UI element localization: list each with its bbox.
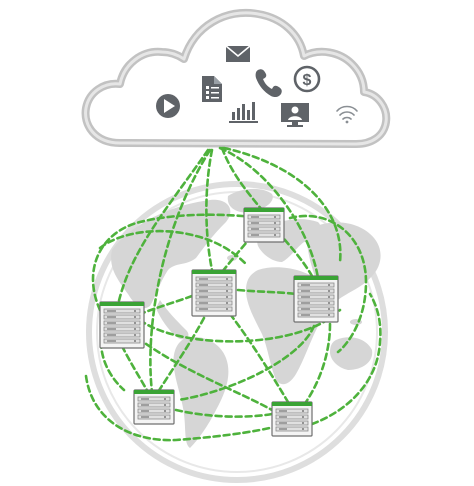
link-cloud-top-node bbox=[220, 146, 264, 212]
arc-left-outer bbox=[91, 213, 264, 312]
link-center-right bbox=[236, 288, 298, 296]
bar-chart-icon bbox=[229, 102, 258, 123]
link-cloud-left-node bbox=[116, 148, 210, 307]
phone-icon bbox=[255, 69, 282, 98]
link-center-bottom-left bbox=[156, 316, 206, 394]
network-links bbox=[84, 146, 382, 442]
cloud-shape bbox=[81, 8, 391, 148]
arc-right-outer bbox=[288, 214, 368, 354]
document-icon bbox=[202, 76, 222, 102]
link-left-bottomright bbox=[136, 336, 274, 412]
server-rack-left bbox=[99, 301, 145, 349]
dollar-icon: $ bbox=[293, 65, 321, 93]
mail-icon bbox=[225, 45, 251, 62]
arc-bottom-outer bbox=[84, 374, 294, 442]
server-rack-right bbox=[293, 275, 339, 323]
link-cloud-bottom-left bbox=[149, 148, 212, 394]
server-rack-center bbox=[191, 269, 237, 317]
link-left-bottom-left bbox=[120, 344, 150, 394]
arc-top-left bbox=[98, 229, 248, 266]
server-rack-bottom-right bbox=[271, 401, 313, 437]
link-bottomleft-bottomright bbox=[174, 408, 274, 418]
globe-outline bbox=[86, 181, 388, 483]
svg-text:$: $ bbox=[303, 72, 312, 89]
arc-right-lower bbox=[310, 292, 382, 426]
link-left-right-arc bbox=[138, 308, 342, 343]
link-cloud-center-node bbox=[205, 148, 214, 272]
link-center-bottom-right bbox=[228, 312, 290, 404]
link-right-bottomright bbox=[304, 322, 332, 404]
server-rack-top bbox=[243, 207, 285, 243]
server-rack-bottom-left bbox=[133, 389, 175, 425]
link-cloud-right-arc bbox=[222, 146, 342, 264]
link-cloud-right-node bbox=[218, 146, 320, 280]
wifi-icon bbox=[336, 105, 358, 124]
play-icon bbox=[156, 94, 180, 118]
cloud: $ bbox=[81, 8, 391, 148]
link-right-bottom-left bbox=[176, 324, 316, 402]
user-monitor-icon bbox=[281, 103, 309, 127]
